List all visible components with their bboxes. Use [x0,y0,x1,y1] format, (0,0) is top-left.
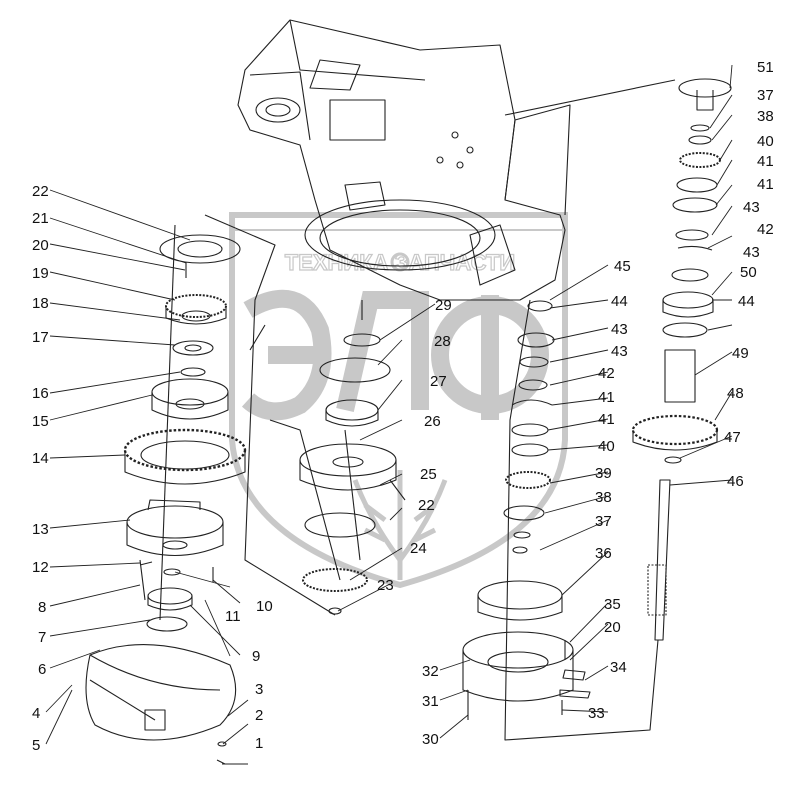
callout-43: 43 [743,199,760,216]
watermark [229,212,568,589]
callout-22: 22 [32,183,49,200]
callout-36: 36 [595,545,612,562]
callout-41c: 41 [598,389,615,406]
callout-27: 27 [430,373,447,390]
callout-14: 14 [32,450,49,467]
callout-40: 40 [757,133,774,150]
callout-20: 20 [32,237,49,254]
callout-9: 9 [252,648,260,665]
callout-28: 28 [434,333,451,350]
callout-38: 38 [757,108,774,125]
callout-26: 26 [424,413,441,430]
callout-15: 15 [32,413,49,430]
callout-51: 51 [757,59,774,76]
callout-44: 44 [738,293,755,310]
callout-16: 16 [32,385,49,402]
callout-34: 34 [610,659,627,676]
callout-1: 1 [255,735,263,752]
callout-21: 21 [32,210,49,227]
callout-50: 50 [740,264,757,281]
watermark-shield [229,212,568,589]
center-shaft-stack [299,300,406,615]
callout-30: 30 [422,731,439,748]
callout-46: 46 [727,473,744,490]
callout-49: 49 [732,345,749,362]
callout-23: 23 [377,577,394,594]
callout-37b: 37 [595,513,612,530]
left-shaft-stack [85,224,247,765]
callout-24: 24 [410,540,427,557]
callout-numbers: 1 2 3 4 5 6 7 8 9 10 11 12 13 14 15 16 1… [32,59,774,754]
callout-45: 45 [614,258,631,275]
right-shaft-stack [631,78,732,641]
callout-48: 48 [727,385,744,402]
callout-31: 31 [422,693,439,710]
callout-7: 7 [38,629,46,646]
callout-43b: 43 [743,244,760,261]
callout-42b: 42 [598,365,615,382]
callout-13: 13 [32,521,49,538]
gearbox-housing [237,19,571,301]
callout-11: 11 [225,608,241,625]
callout-17: 17 [32,329,49,346]
callout-20b: 20 [604,619,621,636]
watermark-wheat-icon [352,470,448,580]
callout-43d: 43 [611,343,628,360]
callout-25: 25 [420,466,437,483]
callout-19: 19 [32,265,49,282]
callout-37: 37 [757,87,774,104]
callout-18: 18 [32,295,49,312]
callout-32: 32 [422,663,439,680]
callout-12: 12 [32,559,49,576]
callout-4: 4 [32,705,40,722]
callout-44b: 44 [611,293,628,310]
callout-38b: 38 [595,489,612,506]
callout-41: 41 [757,153,774,170]
callout-47: 47 [724,429,741,446]
watermark-logo-letters [241,289,549,421]
callout-3: 3 [255,681,263,698]
callout-5: 5 [32,737,40,754]
callout-39: 39 [595,465,612,482]
callout-22b: 22 [418,497,435,514]
callout-8: 8 [38,599,46,616]
callout-leaders [45,64,733,765]
callout-42: 42 [757,221,774,238]
callout-2: 2 [255,707,263,724]
callout-40b: 40 [598,438,615,455]
callout-10: 10 [256,598,273,615]
callout-35: 35 [604,596,621,613]
callout-33: 33 [588,705,605,722]
callout-43c: 43 [611,321,628,338]
callout-41d: 41 [598,411,615,428]
callout-6: 6 [38,661,46,678]
callout-29: 29 [435,297,452,314]
callout-41b: 41 [757,176,774,193]
